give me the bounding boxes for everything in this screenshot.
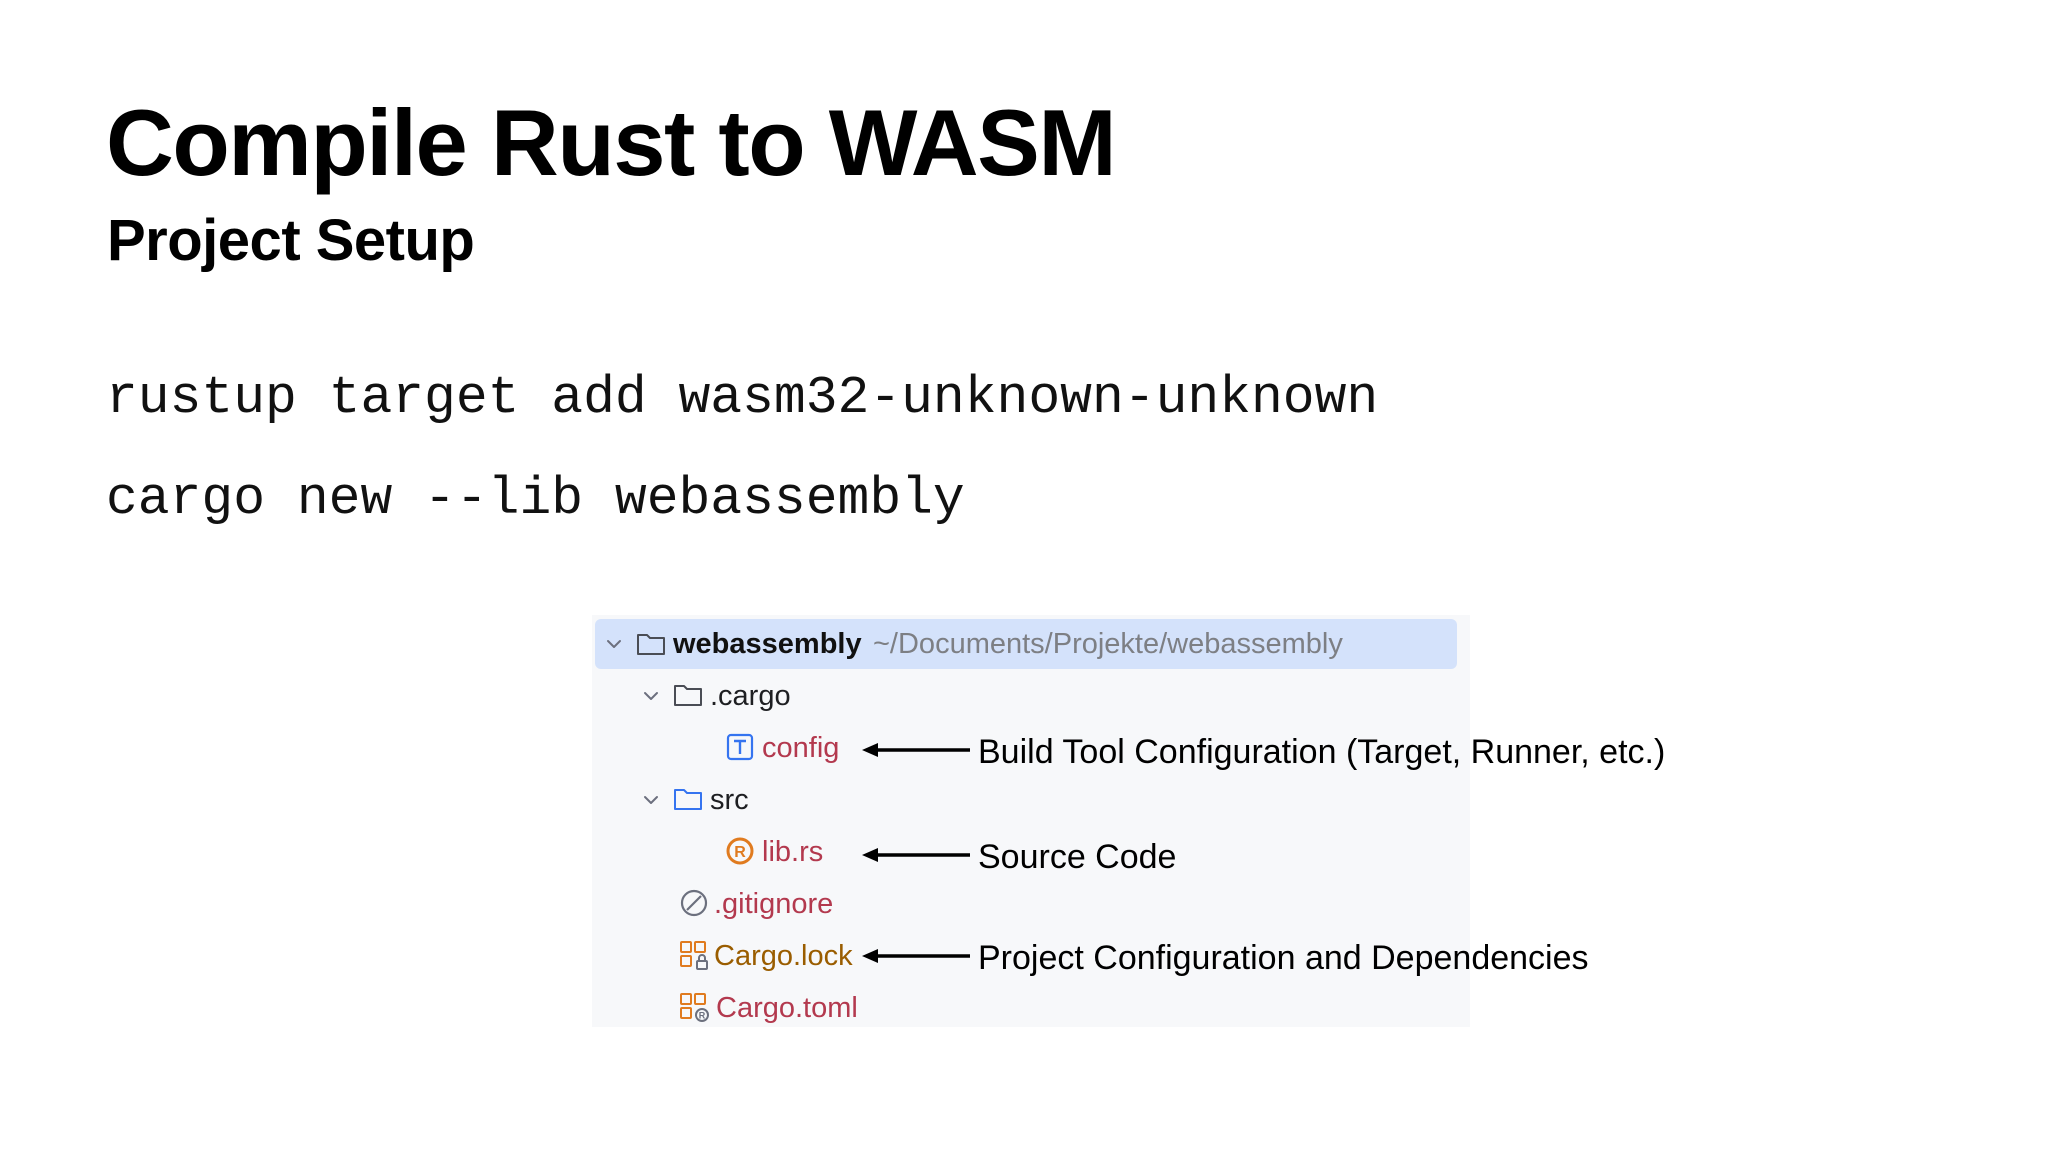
svg-text:R: R	[734, 844, 746, 861]
slide-subtitle: Project Setup	[107, 208, 475, 273]
tree-item-label: Cargo.lock	[714, 940, 853, 972]
cargo-lock-icon	[680, 941, 708, 970]
tree-item-label: .cargo	[710, 680, 791, 712]
arrow-left-icon	[862, 743, 970, 757]
slide-title: Compile Rust to WASM	[106, 90, 1117, 195]
tree-item-label: Cargo.toml	[716, 992, 858, 1024]
tree-item-cargo-toml[interactable]: R Cargo.toml	[592, 983, 1462, 1031]
tree-item-lib-rs[interactable]: R lib.rs	[592, 827, 1462, 875]
tree-item-src-folder[interactable]: src	[592, 775, 1462, 823]
tree-item-config[interactable]: config	[592, 723, 1462, 771]
annotation-project-config: Project Configuration and Dependencies	[978, 939, 1589, 977]
project-path: ~/Documents/Projekte/webassembly	[873, 628, 1343, 660]
text-file-icon	[726, 733, 754, 761]
tree-item-label: lib.rs	[762, 836, 824, 868]
rust-file-icon: R	[726, 837, 754, 865]
tree-item-label: src	[710, 784, 749, 816]
folder-icon	[637, 634, 665, 655]
ignored-file-icon	[680, 889, 708, 917]
cargo-toml-icon: R	[680, 993, 709, 1022]
tree-item-label: .gitignore	[714, 888, 834, 920]
annotation-source-code: Source Code	[978, 838, 1177, 876]
arrow-left-icon	[862, 949, 970, 963]
tree-item-label: webassembly	[673, 628, 862, 660]
svg-text:R: R	[699, 1011, 706, 1021]
arrow-left-icon	[862, 848, 970, 862]
command-rustup: rustup target add wasm32-unknown-unknown	[106, 368, 1379, 428]
folder-icon	[674, 685, 702, 706]
tree-item-cargo-lock[interactable]: Cargo.lock	[592, 931, 1462, 979]
annotation-build-config: Build Tool Configuration (Target, Runner…	[978, 733, 1666, 771]
tree-item-webassembly[interactable]: webassembly ~/Documents/Projekte/webasse…	[595, 619, 1457, 669]
tree-item-label: config	[762, 732, 840, 764]
project-tree: webassembly ~/Documents/Projekte/webasse…	[592, 615, 1470, 1027]
chevron-down-icon[interactable]	[603, 633, 625, 655]
source-folder-icon	[674, 789, 702, 810]
command-cargo-new: cargo new --lib webassembly	[106, 469, 965, 529]
tree-item-gitignore[interactable]: .gitignore	[592, 879, 1462, 927]
chevron-down-icon[interactable]	[640, 685, 662, 707]
chevron-down-icon[interactable]	[640, 789, 662, 811]
tree-item-cargo-folder[interactable]: .cargo	[592, 671, 1462, 719]
